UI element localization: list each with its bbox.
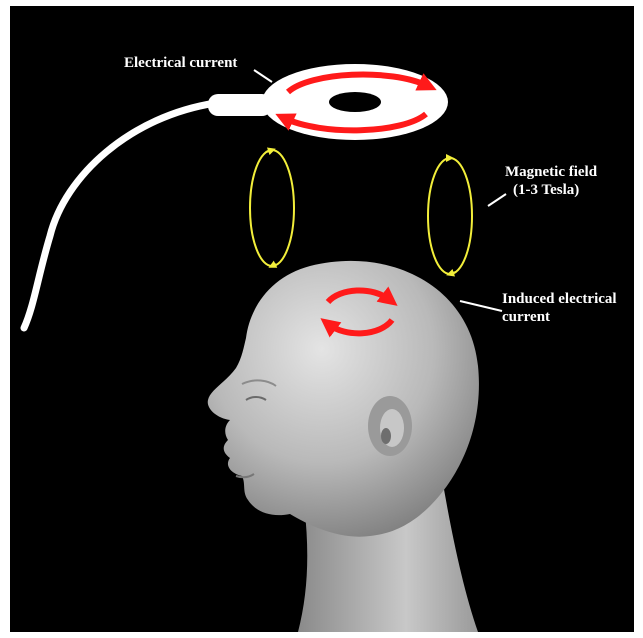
label-magnetic-field: Magnetic field (1-3 Tesla): [505, 163, 597, 199]
label-induced-line1: Induced electrical: [502, 290, 617, 308]
label-magnetic-field-line2: (1-3 Tesla): [505, 181, 597, 199]
pointer-line-induced: [460, 301, 502, 311]
magnetic-field-loop-icon: [250, 150, 294, 266]
magnetic-field-loop-icon-right: [428, 158, 472, 274]
coil-cable: [24, 103, 216, 328]
tms-coil-icon: [262, 64, 448, 140]
label-electrical-current-text: Electrical current: [124, 55, 237, 71]
ear: [368, 396, 412, 456]
label-magnetic-field-line1: Magnetic field: [505, 163, 597, 181]
label-induced-line2: current: [502, 308, 617, 326]
pointer-line-coil: [254, 70, 272, 82]
diagram-canvas: Electrical current Magnetic field (1-3 T…: [10, 6, 634, 632]
label-induced-current: Induced electrical current: [502, 290, 617, 326]
pointer-line-field: [488, 194, 506, 206]
label-electrical-current: Electrical current: [124, 54, 237, 72]
